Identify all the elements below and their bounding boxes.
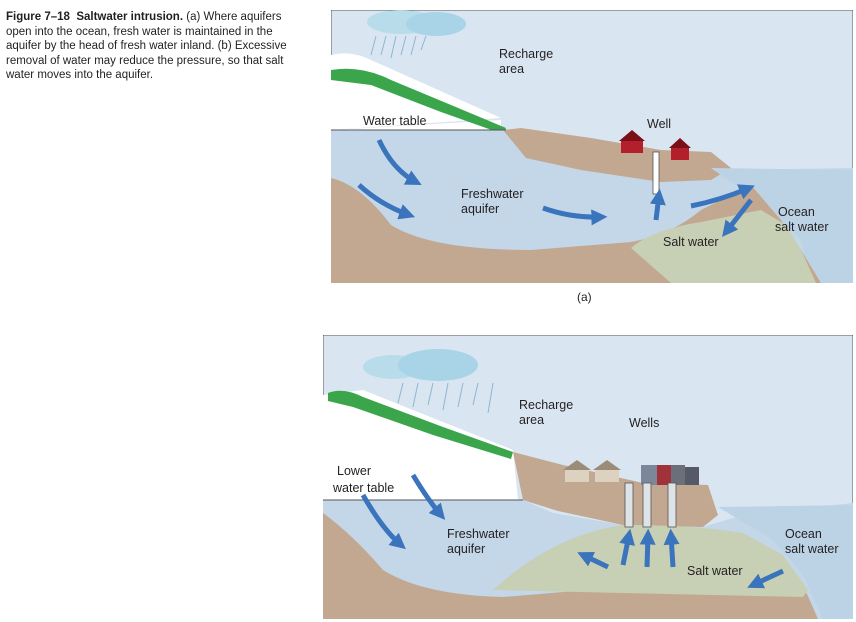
flow-arrows [357,138,755,238]
label-recharge-line1: Recharge [519,398,573,412]
house-icon [619,130,691,160]
label-freshwater-line1: Freshwater [447,527,510,541]
cloud-icon [363,349,494,414]
grass-strip [331,68,506,134]
label-freshwater-line2: aquifer [461,202,499,216]
figure-title: Saltwater intrusion. [76,11,184,23]
house-icon [563,460,699,485]
label-ocean-line2: salt water [785,542,839,556]
caption-text: (a) Where aquifers open into the ocean, … [6,11,287,81]
label-salt-water: Salt water [663,235,719,249]
label-recharge-line2: area [519,413,544,427]
salt-wedge [631,210,816,283]
label-ocean-line2: salt water [775,220,829,234]
figure-caption: Figure 7–18 Saltwater intrusion. (a) Whe… [6,10,306,83]
label-recharge-line1: Recharge [499,47,553,61]
grass-strip [328,390,513,459]
panel-a-sublabel: (a) [577,290,592,304]
label-wells: Wells [629,416,659,430]
diagram-panel-a: Recharge area Water table Well Freshwate… [331,10,853,283]
label-ocean-line1: Ocean [778,205,815,219]
label-recharge-line2: area [499,62,524,76]
diagram-panel-b: Recharge area Wells Lower water table Fr… [323,335,853,619]
upper-earth [513,452,718,527]
snow-slope [323,390,518,500]
cloud-icon [367,10,466,59]
ocean [718,505,853,619]
label-lower-line1: Lower [337,464,371,478]
label-water-table: Water table [363,114,427,128]
figure-label: Figure 7–18 [6,11,70,23]
label-salt-water: Salt water [687,564,743,578]
salt-wedge [493,525,808,597]
flow-arrows [360,473,785,589]
well-pipes [624,482,677,528]
label-lower-line2: water table [332,481,394,495]
ocean [711,168,853,283]
label-ocean-line1: Ocean [785,527,822,541]
label-freshwater-line2: aquifer [447,542,485,556]
upper-earth [503,128,731,182]
label-freshwater-line1: Freshwater [461,187,524,201]
well-pipe [652,151,660,195]
label-well: Well [647,117,671,131]
